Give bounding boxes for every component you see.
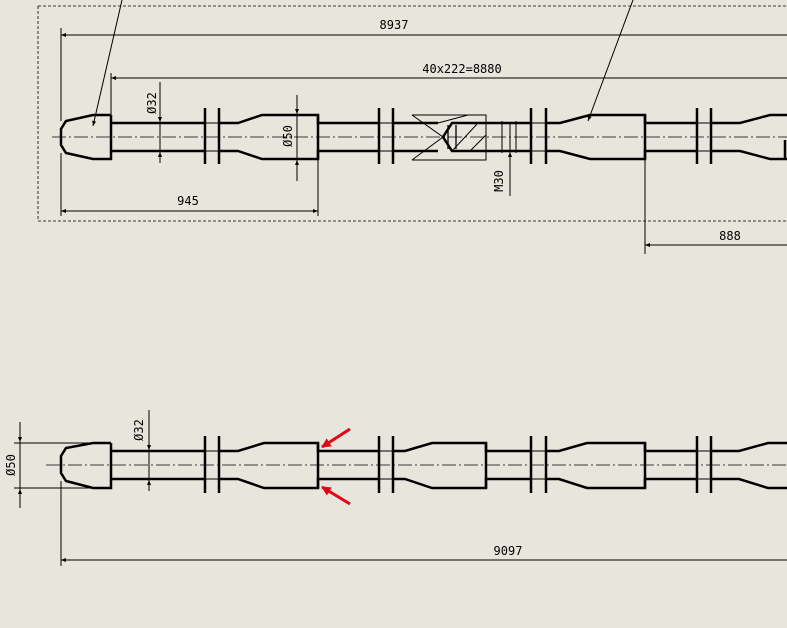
leader-line-right [587, 0, 634, 122]
dim-text-d50-bottom: Ø50 [4, 454, 18, 476]
flange-pair [529, 436, 548, 493]
flange-pair [695, 108, 713, 164]
shaft-outline-bottom [111, 441, 787, 490]
flange-pair [377, 108, 395, 164]
flange-pair [377, 436, 395, 493]
dim-888: 888 [644, 159, 787, 254]
top-detail-view: 8937 40x222=8880 Ø32 Ø50 M30 [37, 0, 787, 254]
dim-text-945: 945 [177, 194, 199, 208]
dim-text-pitch: 40x222=8880 [422, 62, 501, 76]
red-arrow-lower [321, 485, 351, 506]
dim-diameter-32-bottom: Ø32 [132, 410, 151, 491]
flange-pair [529, 108, 548, 164]
threaded-coupler [411, 114, 531, 161]
dim-m30: M30 [492, 122, 512, 196]
leader-line-left [92, 0, 123, 127]
flange-pair [203, 108, 221, 164]
dim-diameter-50-top: Ø50 [281, 95, 299, 181]
dim-text-9097: 9097 [494, 544, 523, 558]
flange-pair [203, 436, 221, 493]
detail-frame [37, 5, 787, 222]
dim-text-888: 888 [719, 229, 741, 243]
dim-pitch: 40x222=8880 [110, 62, 787, 115]
dim-8937: 8937 [60, 18, 787, 121]
dim-text-m30: M30 [492, 170, 506, 192]
dim-9097: 9097 [60, 481, 787, 566]
dim-text-d32-bottom: Ø32 [132, 419, 146, 441]
dim-text-8937: 8937 [380, 18, 409, 32]
dim-diameter-32-top: Ø32 [145, 82, 162, 163]
dim-diameter-50-bottom: Ø50 [4, 422, 93, 508]
highlight-arrows [321, 427, 351, 506]
dim-text-d50-top: Ø50 [281, 125, 295, 147]
red-arrow-upper [321, 427, 351, 449]
bottom-full-view: Ø50 Ø32 9097 [4, 410, 787, 566]
end-cap-bottom [59, 441, 113, 490]
end-cap-top [59, 113, 113, 161]
flange-pair [695, 436, 713, 493]
dim-945: 945 [60, 153, 319, 216]
dim-text-d32-top: Ø32 [145, 92, 159, 114]
